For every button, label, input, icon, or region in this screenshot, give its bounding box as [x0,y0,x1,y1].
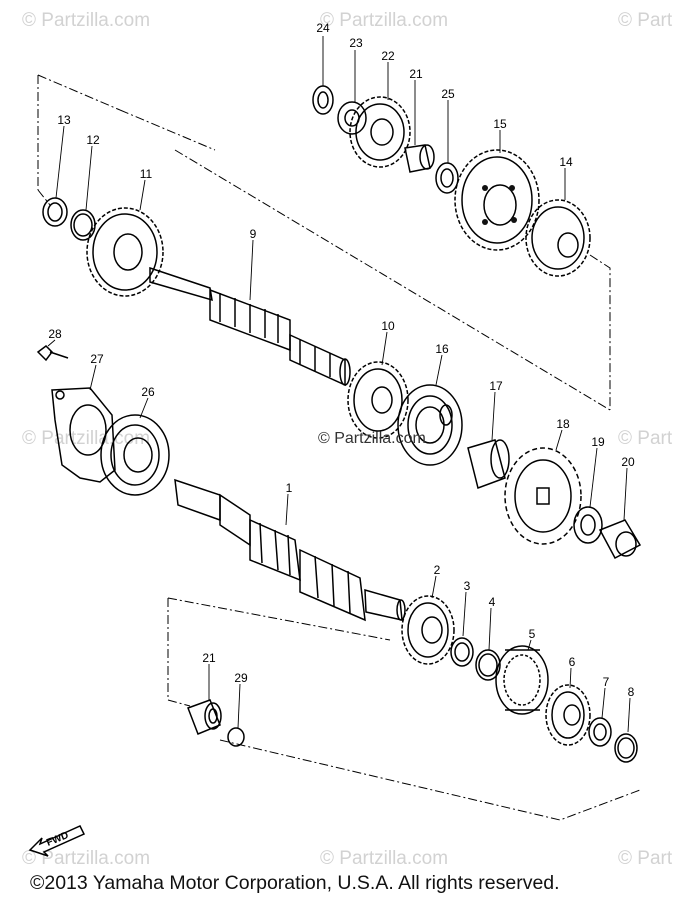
part-26-bearing [100,414,170,496]
callout-12: 12 [86,133,100,147]
watermark-top-center: © Partzilla.com [320,10,449,31]
part-17-collar [467,439,510,489]
leader-lines [47,36,631,733]
part-8-circlip [614,733,638,763]
part-15-gear [454,149,540,251]
callout-20: 20 [621,455,635,469]
callout-29: 29 [234,671,248,685]
part-16-bearing [397,384,463,466]
part-25-washer [435,162,459,194]
watermark-center: © Partzilla.com [318,430,426,447]
watermark-top-left: © Partzilla.com [22,10,151,31]
part-27-plate [51,387,116,483]
part-7-washer [588,717,612,747]
part-21-needle-bearing-lower [187,699,222,735]
part-14-gear [525,199,591,277]
watermark-bottom-center: © Partzilla.com [320,848,449,869]
callout-21: 21 [409,67,423,81]
part-20-nut [598,519,642,560]
part-18-sprocket [504,447,582,545]
part-3-washer [450,637,474,667]
part-5-gear [495,645,549,715]
part-4-circlip [475,649,501,681]
part-29-cap [227,727,245,747]
watermark-mid-right: © Part [618,428,673,449]
callout-numbers: 24 23 22 21 25 15 14 13 12 11 9 28 27 26… [48,21,635,699]
exploded-transmission-diagram: 24 23 22 21 25 15 14 13 12 11 9 28 27 26… [28,21,642,857]
callout-8: 8 [628,685,635,699]
callout-24: 24 [316,21,330,35]
callout-11: 11 [140,167,153,181]
callout-16: 16 [435,342,449,356]
callout-26: 26 [141,385,155,399]
callout-23: 23 [349,36,363,50]
part-19-lock-washer [573,506,603,544]
part-28-bolt [36,345,69,362]
callout-9: 9 [250,227,257,241]
callout-4: 4 [489,595,496,609]
boundary-lines [37,74,641,821]
callout-27: 27 [90,352,104,366]
part-24-washer [312,85,334,115]
callout-3: 3 [464,579,471,593]
callout-15: 15 [493,117,507,131]
callout-1: 1 [286,481,293,495]
callout-10: 10 [381,319,395,333]
callout-21-lower: 21 [202,651,216,665]
callout-25: 25 [441,87,455,101]
fwd-arrow-icon: FWD [28,825,86,857]
watermark-top-right: © Part [618,10,673,31]
part-13-washer [42,197,68,227]
part-9-main-axle [149,266,351,387]
callout-18: 18 [556,417,570,431]
callout-22: 22 [381,49,395,63]
callout-2: 2 [434,563,441,577]
part-6-gear [545,684,591,746]
watermark-bottom-right: © Part [618,848,673,869]
copyright-text: ©2013 Yamaha Motor Corporation, U.S.A. A… [30,872,560,894]
callout-14: 14 [559,155,573,169]
part-21-needle-bearing [404,144,435,173]
callout-17: 17 [489,379,503,393]
part-11-gear [86,207,164,297]
part-1-main-axle [174,478,406,622]
callout-7: 7 [603,675,610,689]
part-2-gear [401,595,455,665]
part-12-circlip [70,209,96,241]
callout-28: 28 [48,327,62,341]
watermark-bottom-left: © Partzilla.com [22,848,151,869]
part-22-gear [349,96,411,168]
callout-13: 13 [57,113,71,127]
callout-6: 6 [569,655,576,669]
callout-19: 19 [591,435,605,449]
callout-5: 5 [529,627,536,641]
part-10-gear [347,361,409,439]
